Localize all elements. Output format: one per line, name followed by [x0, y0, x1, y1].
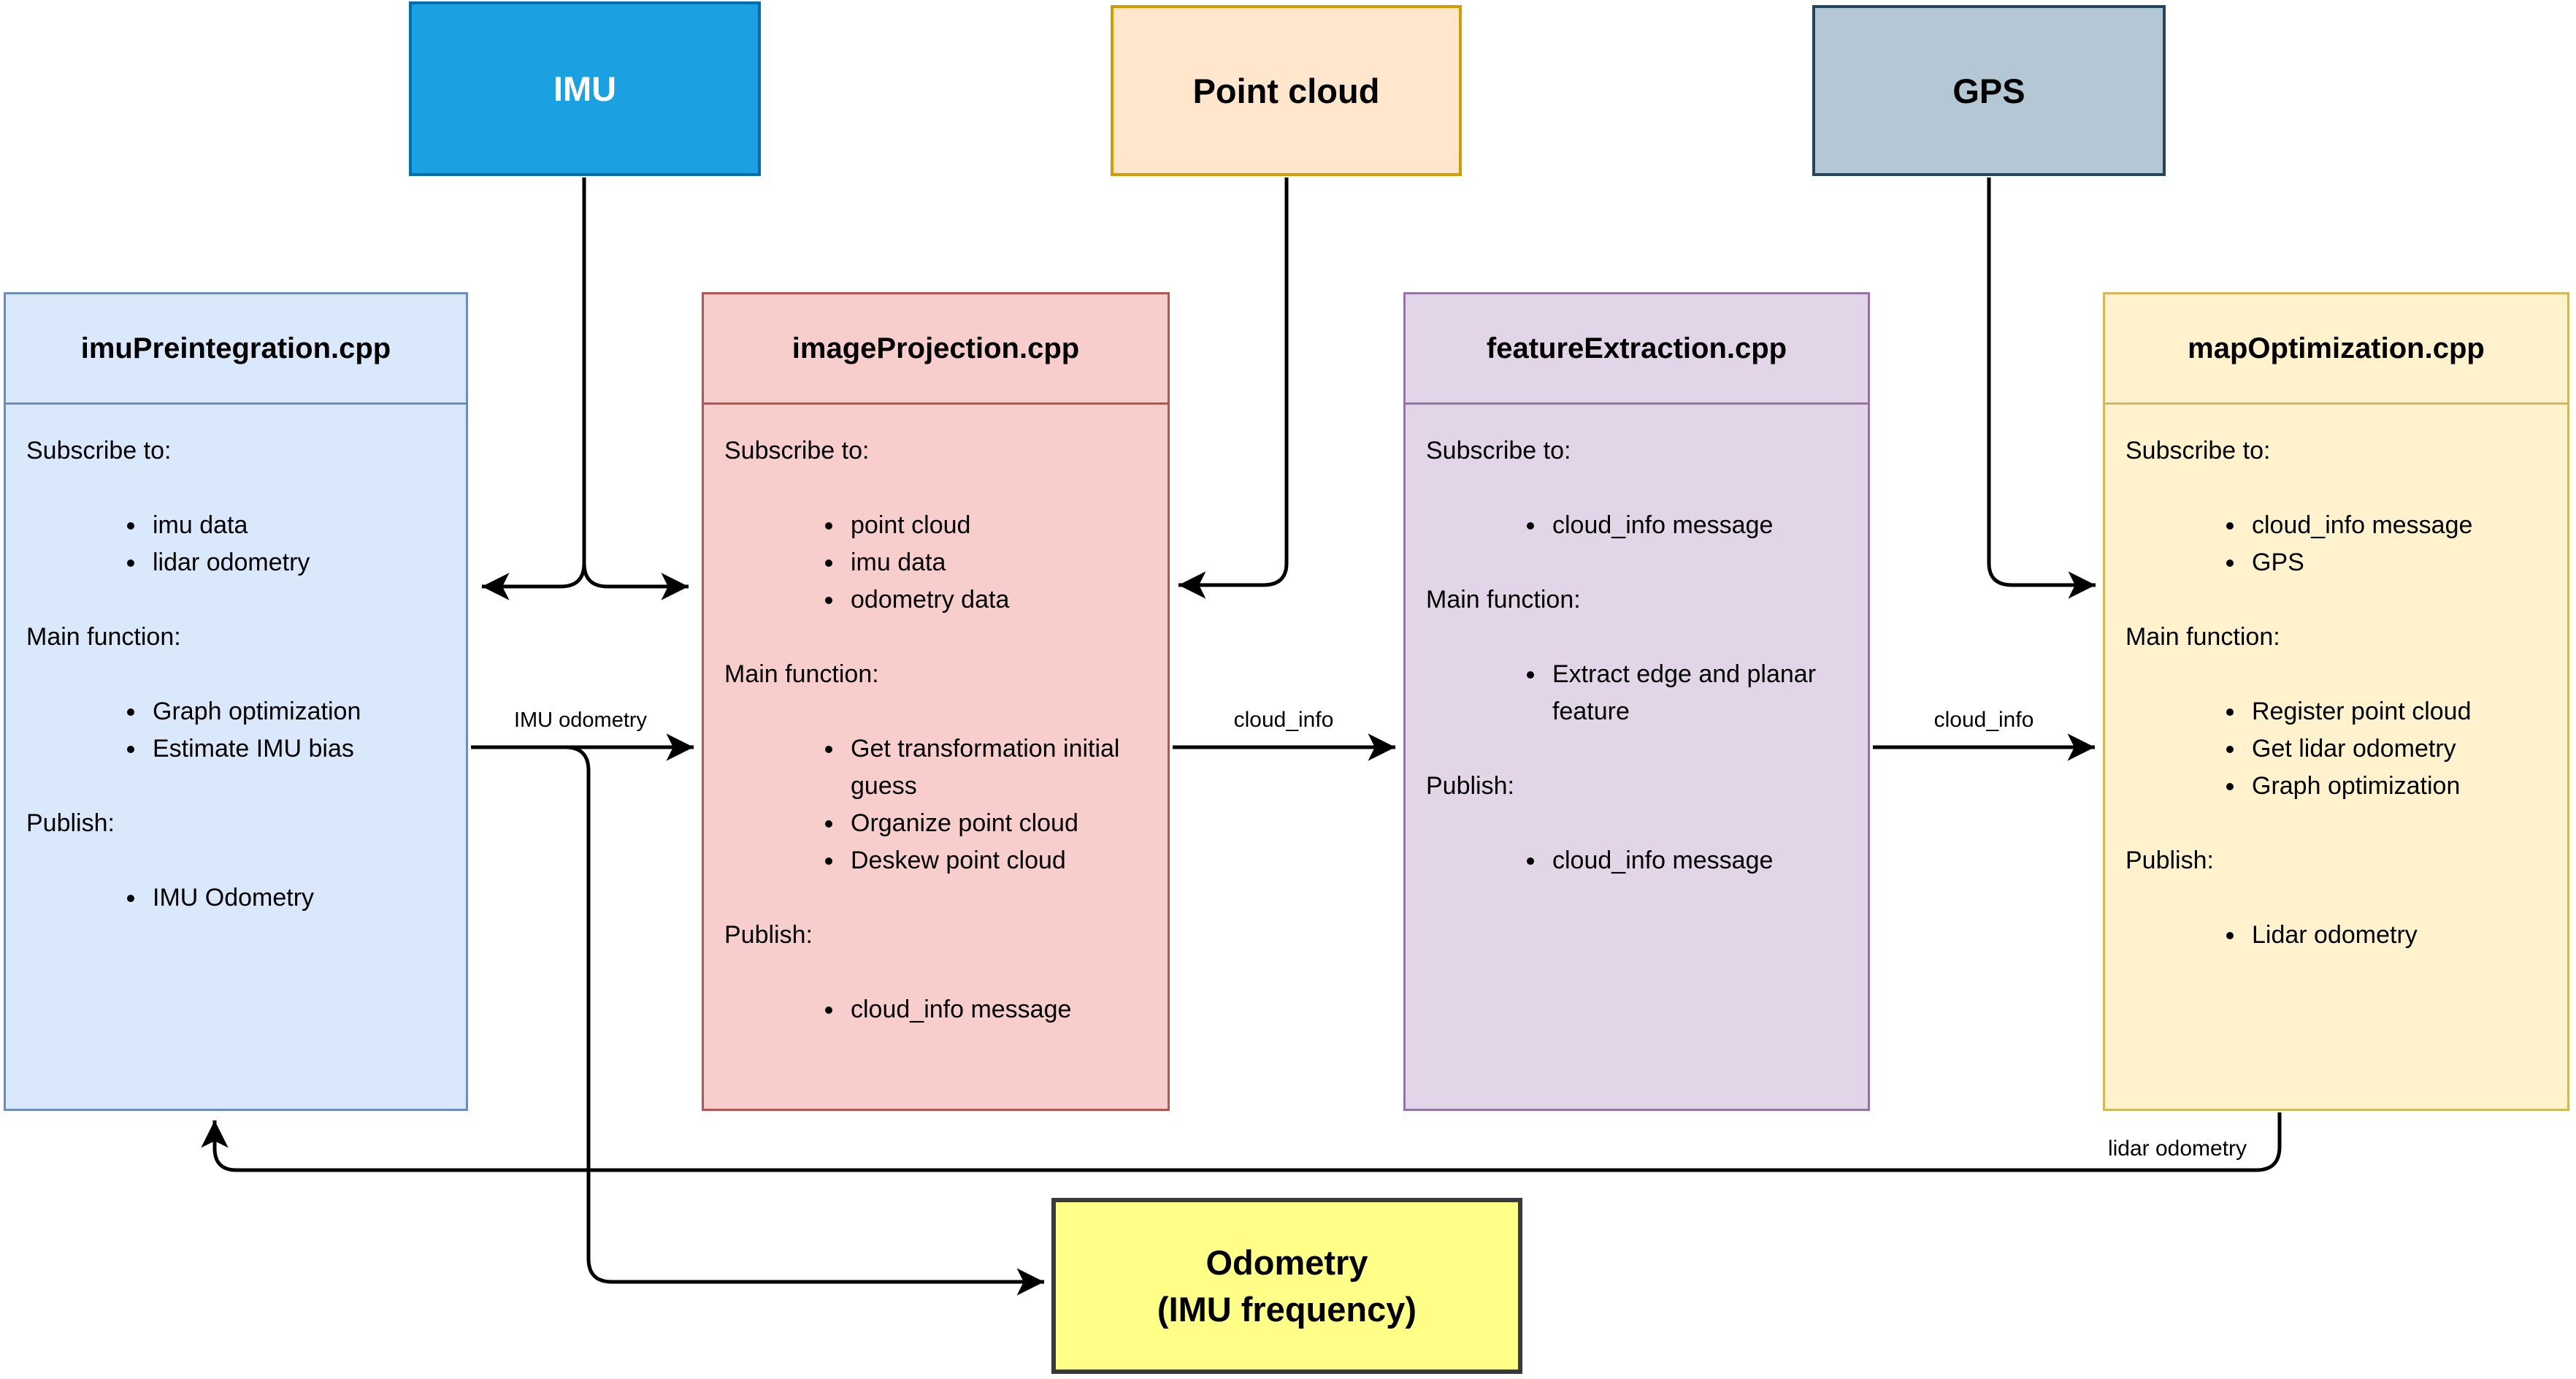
source-label-gps: GPS: [1952, 71, 2025, 110]
list-item: cloud_info message: [2246, 507, 2547, 544]
section-heading: Main function:: [1426, 586, 1581, 614]
list-item: imu data: [147, 507, 445, 544]
list-item: Get transformation initial guess: [845, 730, 1147, 805]
section-heading: Main function:: [724, 660, 879, 688]
node-mapoptimization: mapOptimization.cpp Subscribe to: cloud_…: [2103, 292, 2569, 1111]
section-list: point cloud imu data odometry data: [724, 507, 1147, 619]
list-item: IMU Odometry: [147, 879, 445, 917]
node-title-text: imuPreintegration.cpp: [80, 332, 391, 364]
node-body: Subscribe to: point cloud imu data odome…: [704, 405, 1168, 1028]
section-list: Register point cloud Get lidar odometry …: [2125, 693, 2547, 805]
edge-imu-to-imageprojection: [582, 562, 689, 600]
list-item: Register point cloud: [2246, 693, 2547, 730]
list-item: odometry data: [845, 581, 1147, 619]
section-list: Lidar odometry: [2125, 917, 2547, 954]
edge-label-imu-odometry: IMU odometry: [513, 708, 648, 732]
section-heading: Publish:: [724, 921, 813, 949]
section-list: Get transformation initial guess Organiz…: [724, 730, 1147, 879]
section-heading: Subscribe to:: [26, 437, 172, 465]
node-title: imageProjection.cpp: [704, 294, 1168, 405]
list-item: Get lidar odometry: [2246, 730, 2547, 768]
source-label-point-cloud: Point cloud: [1192, 71, 1380, 110]
node-title: mapOptimization.cpp: [2105, 294, 2567, 405]
section-heading: Subscribe to:: [724, 437, 870, 465]
node-title-text: featureExtraction.cpp: [1486, 332, 1787, 364]
list-item: point cloud: [845, 507, 1147, 544]
source-box-point-cloud: Point cloud: [1111, 5, 1462, 176]
list-item: lidar odometry: [147, 544, 445, 581]
source-box-gps: GPS: [1812, 5, 2166, 176]
node-title-text: mapOptimization.cpp: [2188, 332, 2485, 364]
section-list: Graph optimization Estimate IMU bias: [26, 693, 445, 768]
section-list: cloud_info message: [724, 991, 1147, 1028]
section-heading: Subscribe to:: [1426, 437, 1571, 465]
list-item: cloud_info message: [845, 991, 1147, 1028]
section-heading: Subscribe to:: [2125, 437, 2271, 465]
section-list: IMU Odometry: [26, 879, 445, 917]
list-item: Deskew point cloud: [845, 842, 1147, 879]
list-item: Extract edge and planar feature: [1546, 656, 1847, 730]
edge-imu-to-imupreintegration: [482, 177, 586, 600]
list-item: Graph optimization: [2246, 768, 2547, 805]
node-title: featureExtraction.cpp: [1406, 294, 1868, 405]
edge-label-cloud-info-2: cloud_info: [1933, 708, 2034, 732]
section-heading: Main function:: [2125, 623, 2280, 651]
edge-pointcloud-to-imageprojection: [1178, 177, 1289, 599]
node-body: Subscribe to: cloud_info message Main fu…: [1406, 405, 1868, 879]
section-heading: Publish:: [1426, 772, 1514, 800]
output-box-odometry: Odometry (IMU frequency): [1051, 1198, 1522, 1374]
section-list: cloud_info message: [1426, 507, 1847, 544]
node-imageprojection: imageProjection.cpp Subscribe to: point …: [702, 292, 1170, 1111]
edge-gps-to-mapoptimization: [1987, 177, 2096, 599]
source-label-imu: IMU: [553, 69, 617, 108]
node-title-text: imageProjection.cpp: [791, 332, 1080, 364]
output-label-line2: (IMU frequency): [1157, 1289, 1417, 1329]
edge-lidar-odometry-feedback: [201, 1112, 2282, 1172]
edge-label-lidar-odometry: lidar odometry: [2107, 1137, 2247, 1161]
section-heading: Main function:: [26, 623, 181, 651]
node-featureextraction: featureExtraction.cpp Subscribe to: clou…: [1403, 292, 1870, 1111]
section-heading: Publish:: [2125, 847, 2214, 874]
node-title: imuPreintegration.cpp: [6, 294, 466, 405]
list-item: Organize point cloud: [845, 805, 1147, 842]
section-list: Extract edge and planar feature: [1426, 656, 1847, 730]
section-list: cloud_info message GPS: [2125, 507, 2547, 581]
source-box-imu: IMU: [409, 1, 761, 176]
node-body: Subscribe to: imu data lidar odometry Ma…: [6, 405, 466, 917]
list-item: GPS: [2246, 544, 2547, 581]
node-imupreintegration: imuPreintegration.cpp Subscribe to: imu …: [4, 292, 468, 1111]
section-heading: Publish:: [26, 809, 115, 837]
edge-label-cloud-info-1: cloud_info: [1233, 708, 1334, 732]
section-list: cloud_info message: [1426, 842, 1847, 879]
section-list: imu data lidar odometry: [26, 507, 445, 581]
list-item: Estimate IMU bias: [147, 730, 445, 768]
output-label-line1: Odometry: [1205, 1243, 1368, 1283]
node-body: Subscribe to: cloud_info message GPS Mai…: [2105, 405, 2567, 954]
list-item: Lidar odometry: [2246, 917, 2547, 954]
list-item: imu data: [845, 544, 1147, 581]
list-item: Graph optimization: [147, 693, 445, 730]
list-item: cloud_info message: [1546, 842, 1847, 879]
list-item: cloud_info message: [1546, 507, 1847, 544]
